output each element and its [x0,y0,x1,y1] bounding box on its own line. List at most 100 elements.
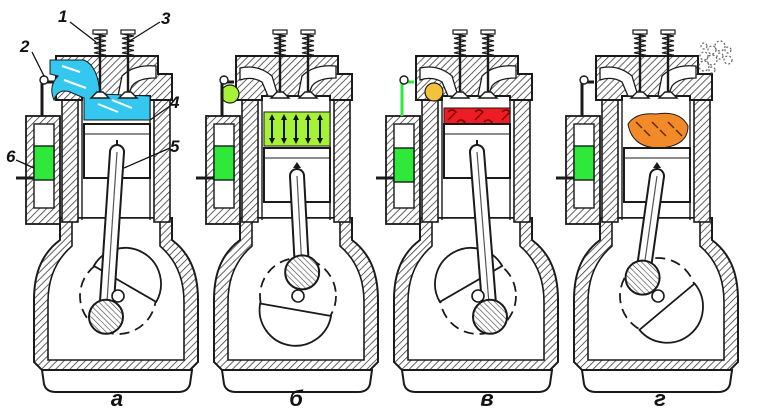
exhaust-gas [627,112,689,149]
oil-pan [40,369,194,393]
main-journal [651,289,665,303]
exhaust-valve-retainer [120,29,136,35]
flame-swirl-0 [447,109,457,121]
oil-pan [400,369,554,393]
exhaust-valve-head [117,91,139,99]
airflow-arrow-2 [97,103,119,113]
leader-4 [149,105,171,121]
pressure-arrowhead-0 [269,114,275,144]
connecting-rod-center [105,151,118,317]
airflow-arrow-1 [63,79,87,89]
crankpin [472,298,508,335]
stage-caption-exhaust: г [654,386,666,411]
exhaust-fleck-2 [651,121,659,129]
part-label-4: 4 [169,93,180,112]
injector-fitting [399,75,409,85]
pressure-arrowhead-2 [293,114,299,144]
crankcase-cavity [47,217,185,361]
main-journal [471,289,485,303]
exhaust-smoke-puff-2 [714,40,726,52]
intake-port [599,66,639,97]
leader-1 [69,21,97,43]
injector-fitting [579,75,589,85]
stage-intake-panel [16,29,199,393]
intake-valve-spring [633,33,647,56]
label-leaders [15,21,171,169]
fuel-pump-plunger [393,147,415,183]
intake-valve-retainer [272,29,288,35]
part-label-1: 1 [58,7,67,26]
oil-pan [220,369,374,393]
crankpin [624,259,661,296]
flame-swirl-6 [501,109,511,121]
fuel-pump-plunger [213,145,235,181]
pressure-arrowhead-1 [281,114,287,144]
piston-direction-arrowhead [653,162,661,168]
leader-6 [15,159,35,169]
fuel-spray [424,82,444,102]
stage-caption-compression: б [289,386,304,411]
part-label-3: 3 [161,9,171,28]
airflow-arrow-3 [111,99,133,109]
exhaust-smoke-puff-3 [724,46,732,54]
intake-valve-head [449,91,471,99]
oil-pan [580,369,734,393]
exhaust-fleck-5 [675,129,683,137]
exhaust-fleck-3 [659,129,667,137]
intake-valve-head [629,91,651,99]
exhaust-valve-retainer [660,29,676,35]
leader-2 [31,51,45,77]
leader-3 [127,21,161,43]
fuel-pump-plunger [573,145,595,181]
intake-valve-spring [93,33,107,56]
exhaust-valve-head [297,91,319,99]
main-journal [291,289,305,303]
exhaust-smoke-puff-0 [700,42,708,50]
exhaust-fleck-4 [667,121,675,129]
exhaust-valve-retainer [480,29,496,35]
intake-valve-spring [273,33,287,56]
intake-valve-spring [453,33,467,56]
part-label-6: 6 [6,147,16,166]
crankcase-cavity [407,217,545,361]
cylinder-wall-right [693,95,711,223]
intake-valve-retainer [632,29,648,35]
pressure-arrowhead-4 [317,114,323,144]
part-label-5: 5 [170,137,180,156]
pressure-arrowhead-3 [305,114,311,144]
intake-valve-retainer [452,29,468,35]
cylinder-wall-left [601,95,619,223]
stage-exhaust-panel [556,29,739,393]
exhaust-smoke-puff-4 [699,51,709,61]
fuel-line [400,80,414,116]
main-journal [111,289,125,303]
exhaust-fleck-1 [643,129,651,137]
crank-counterweight [638,282,704,344]
fuel-pump-plunger [33,145,55,181]
exhaust-smoke-puff-5 [706,54,718,66]
flame-swirl-3 [474,109,484,121]
stage-power-panel [376,29,559,393]
connecting-rod-center [476,151,491,317]
leader-5 [123,147,171,169]
exhaust-smoke-puff-6 [716,52,724,60]
cylinder-wall-right [513,95,531,223]
injector-fitting [219,75,229,85]
intake-port [239,66,279,97]
cylinder-wall-left [421,95,439,223]
stage-caption-intake: а [111,386,123,411]
fuel-line [580,80,594,116]
injector-fitting [39,75,49,85]
exhaust-smoke-puff-1 [707,45,717,55]
exhaust-valve-spring [301,33,315,56]
exhaust-valve-head [657,91,679,99]
intake-valve-head [269,91,291,99]
exhaust-valve-spring [661,33,675,56]
crankpin [88,298,124,335]
exhaust-smoke-puff-7 [723,55,733,65]
stage-caption-power: в [480,386,493,411]
exhaust-smoke-puff-9 [708,66,716,74]
exhaust-valve-retainer [300,29,316,35]
exhaust-valve-spring [481,33,495,56]
